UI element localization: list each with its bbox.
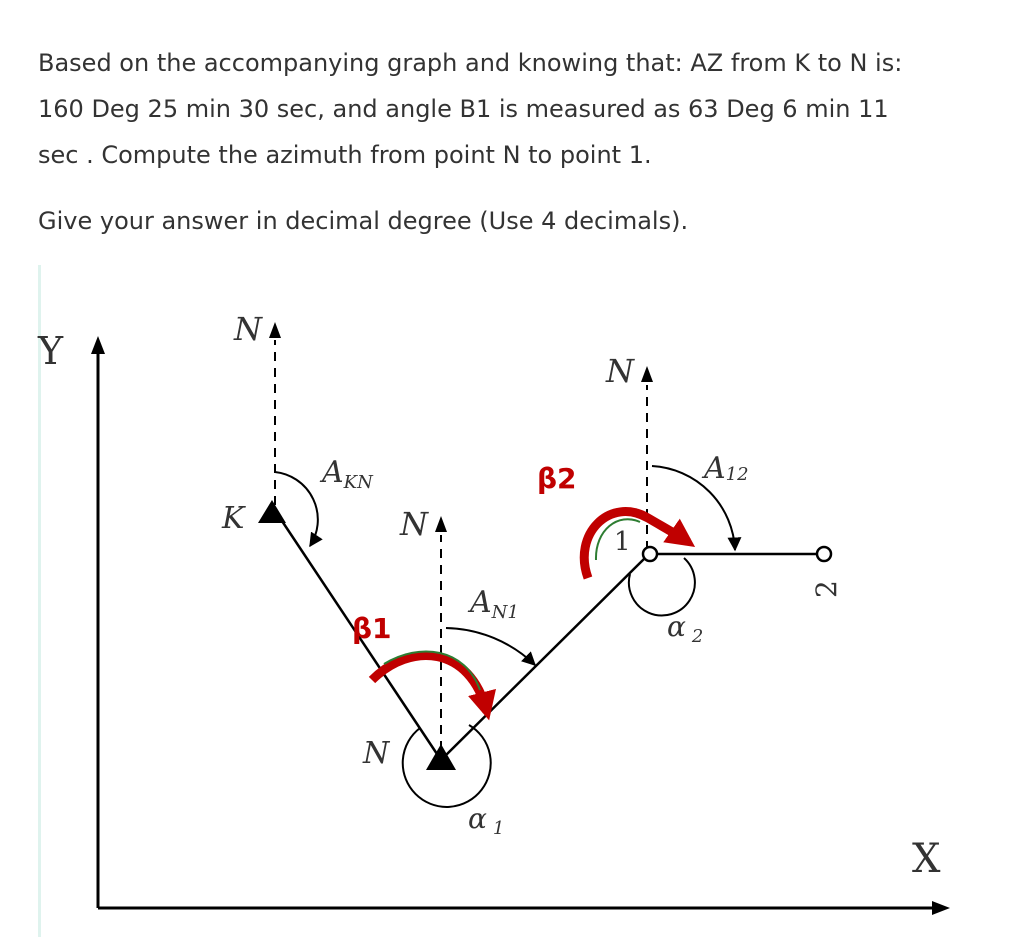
beta1-red-arc (368, 651, 496, 721)
point-2-label: 2 (810, 580, 843, 598)
line-n-to-1 (440, 557, 646, 761)
survey-diagram-svg: Y X N N N K N 1 2 AKN AN1 (37, 310, 950, 915)
north-arrow-n-icon (435, 516, 447, 532)
beta1-label: β1 (352, 612, 392, 645)
question-instruction: Give your answer in decimal degree (Use … (38, 207, 689, 235)
point-1-label: 1 (614, 527, 631, 557)
y-axis-label: Y (37, 329, 64, 373)
point-n-marker (426, 744, 456, 770)
line-k-to-n (278, 517, 443, 761)
north-label-1: N (605, 352, 635, 390)
alpha1-arc (401, 724, 492, 808)
alpha2-arc (627, 557, 696, 617)
north-label-k: N (233, 310, 263, 348)
beta2-red-arc (579, 507, 696, 580)
figure-left-border (38, 265, 41, 937)
north-arrow-k-icon (269, 322, 281, 338)
point-2-marker (815, 545, 833, 563)
north-arrow-1-icon (641, 366, 653, 382)
survey-diagram: Y X N N N K N 1 2 AKN AN1 (0, 260, 1024, 942)
point-1-marker (641, 545, 659, 563)
beta2-label: β2 (537, 462, 577, 495)
azimuth-n1-arc (445, 627, 537, 666)
beta2-green-shade (594, 518, 641, 561)
azimuth-n1-label: AN1 (467, 585, 519, 623)
azimuth-kn-arc (274, 471, 323, 548)
question-line-2: 160 Deg 25 min 30 sec, and angle B1 is m… (38, 95, 889, 123)
azimuth-kn-label: AKN (319, 455, 374, 493)
x-axis-label: X (912, 836, 941, 882)
azimuth-12-arc (651, 465, 742, 552)
question-line-3: sec . Compute the azimuth from point N t… (38, 141, 652, 169)
point-k-label: K (221, 501, 246, 536)
x-axis-arrowhead (932, 901, 950, 915)
point-n-label: N (362, 736, 391, 771)
point-k-marker (258, 500, 286, 523)
y-axis-arrowhead (91, 336, 105, 354)
beta1-green-shade (383, 650, 481, 691)
north-label-n: N (399, 505, 429, 543)
question-line-1: Based on the accompanying graph and know… (38, 49, 903, 77)
question-text: Based on the accompanying graph and know… (38, 40, 998, 244)
azimuth-12-label: A12 (701, 451, 749, 486)
